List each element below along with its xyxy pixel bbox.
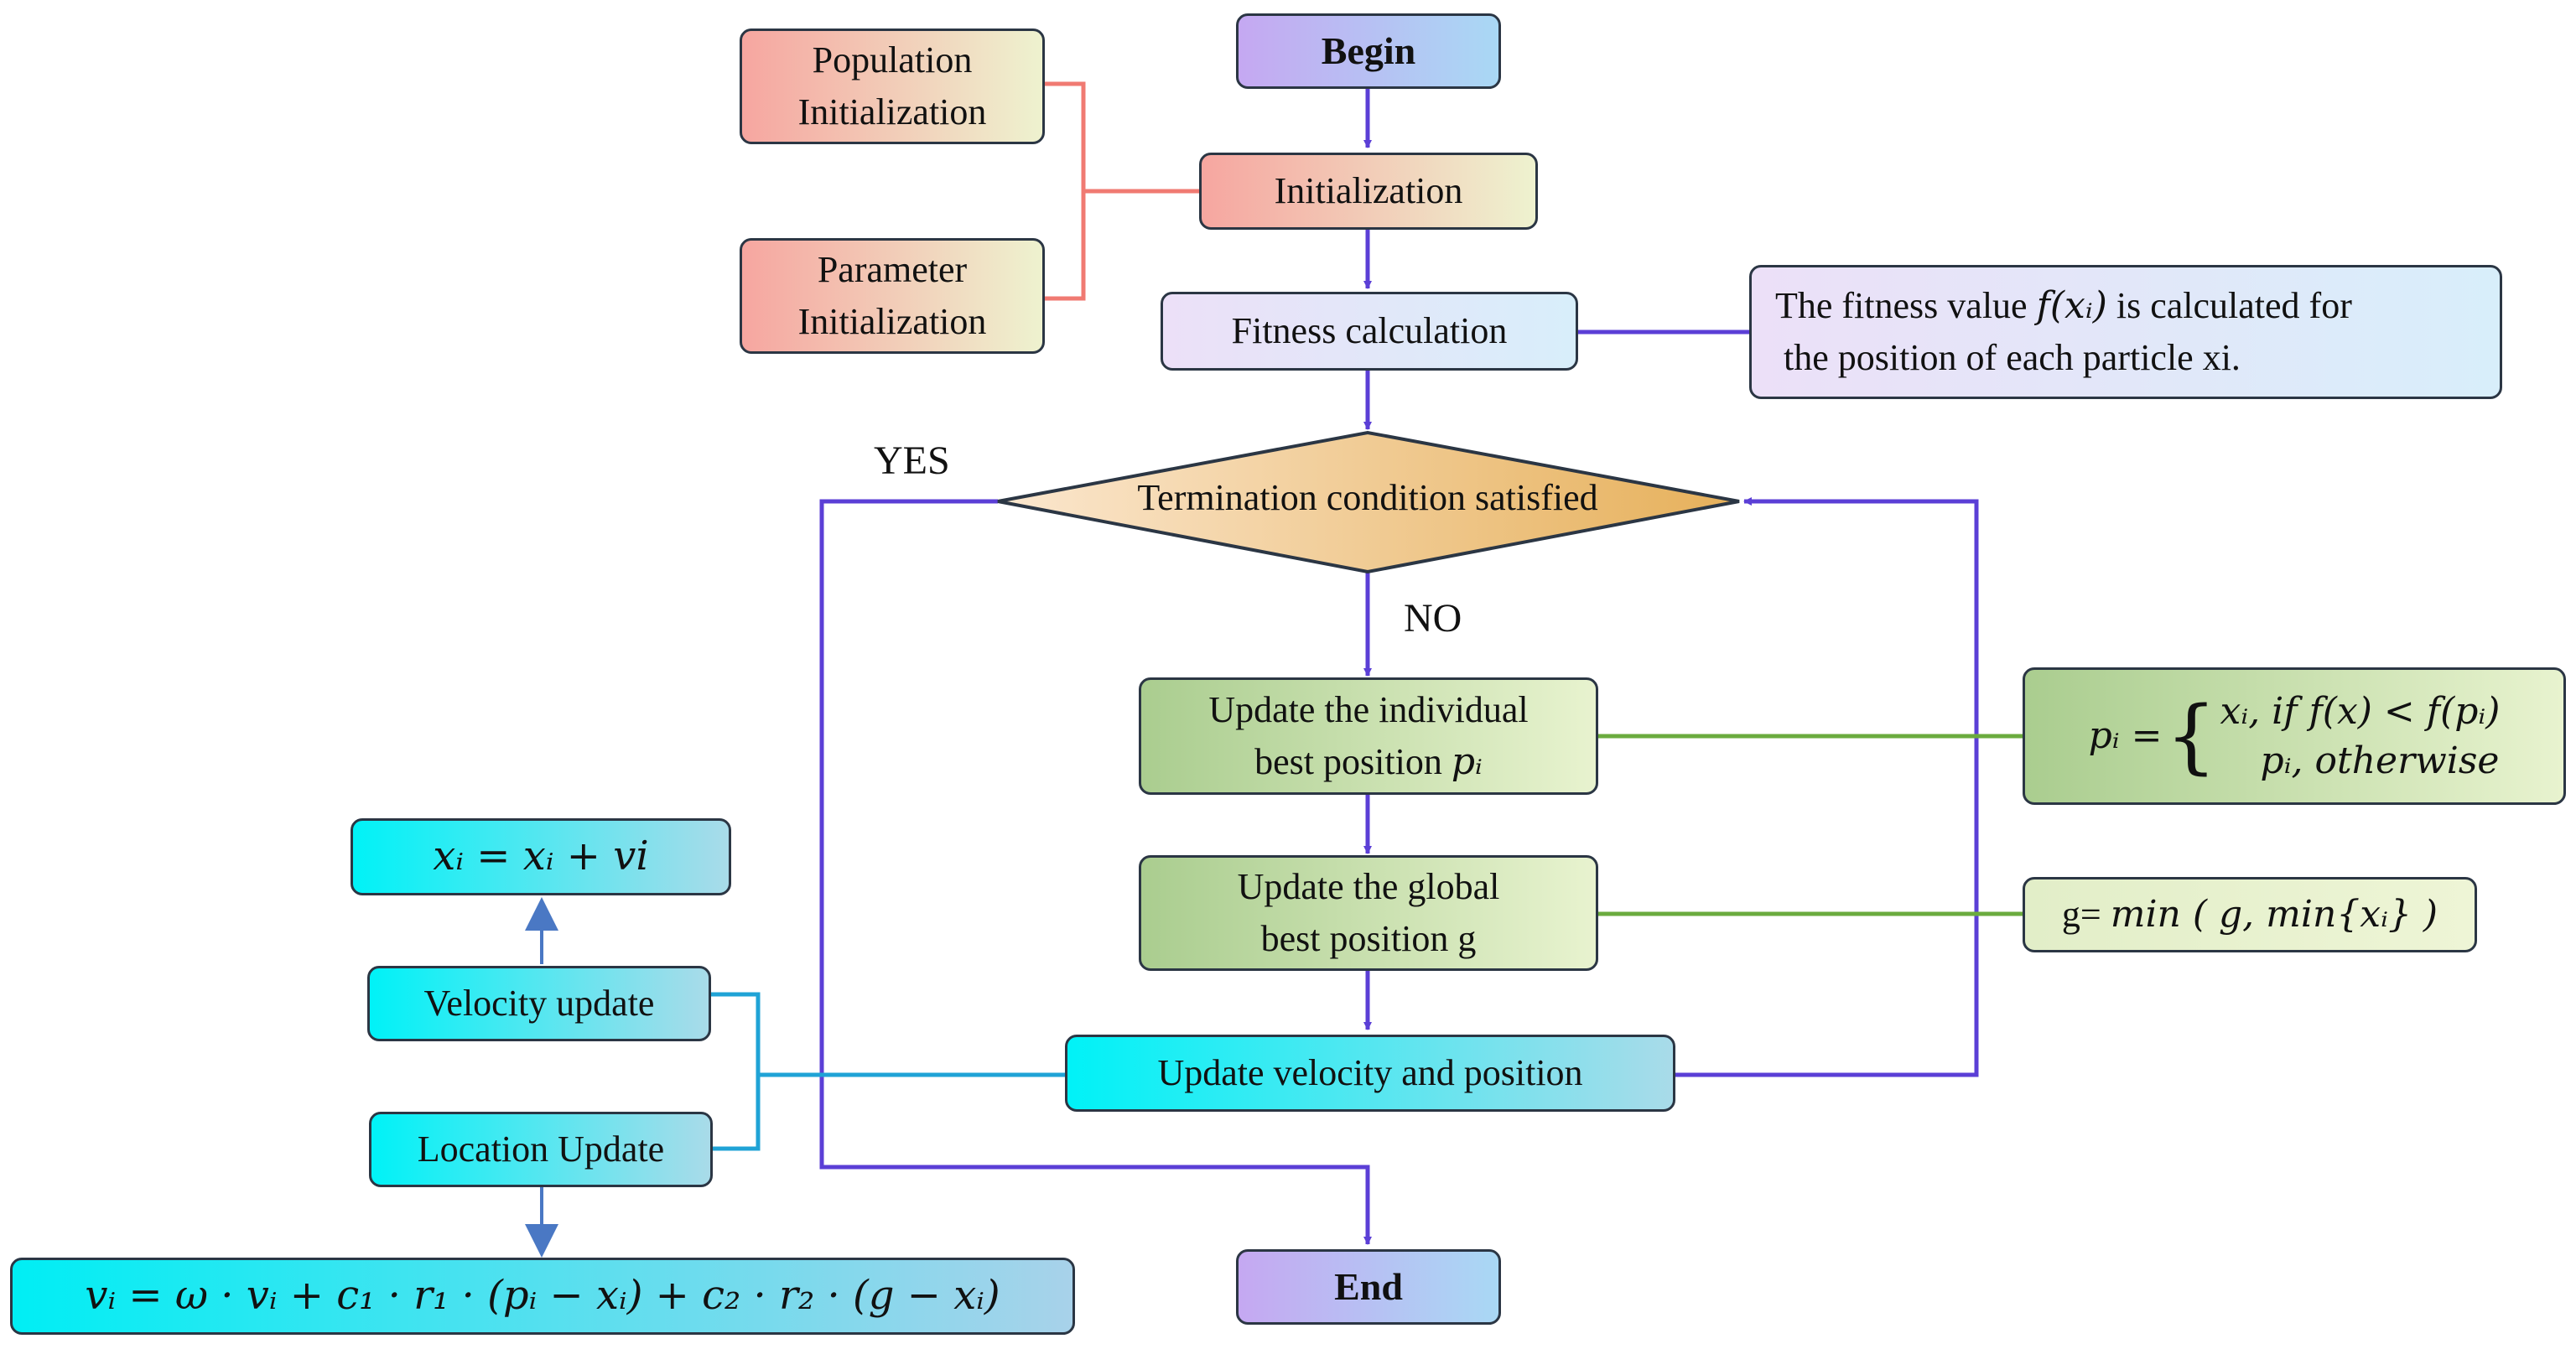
fitness-node: Fitness calculation bbox=[1161, 292, 1578, 371]
gbest-prefix: g= bbox=[2061, 894, 2111, 936]
pbest-case1: xᵢ, if f(x) < f(pᵢ) bbox=[2220, 689, 2501, 733]
update-global-line2: best position g bbox=[1260, 918, 1477, 959]
fitness-note-text2: is calculated for bbox=[2106, 285, 2352, 327]
fitness-label: Fitness calculation bbox=[1231, 310, 1508, 352]
update-individual-line2: best position bbox=[1254, 741, 1452, 782]
arrow-yes-to-end bbox=[819, 499, 1372, 1245]
update-global-line1: Update the global bbox=[1237, 866, 1500, 908]
velocity-update-node: Velocity update bbox=[367, 966, 711, 1041]
position-formula-text: xᵢ = xᵢ + vi bbox=[433, 833, 649, 880]
velocity-formula: vᵢ = ω · vᵢ + c₁ · r₁ · (pᵢ − xᵢ) + c₂ ·… bbox=[10, 1258, 1075, 1335]
fitness-note-formula: f(xᵢ) bbox=[2036, 284, 2107, 328]
fitness-note: The fitness value f(xᵢ) is calculated fo… bbox=[1749, 265, 2502, 399]
velocity-formula-text: vᵢ = ω · vᵢ + c₁ · r₁ · (pᵢ − xᵢ) + c₂ ·… bbox=[85, 1272, 1000, 1320]
location-update-label: Location Update bbox=[417, 1128, 665, 1170]
position-formula: xᵢ = xᵢ + vi bbox=[351, 818, 731, 895]
pbest-formula: pᵢ = { xᵢ, if f(x) < f(pᵢ) pᵢ, otherwise bbox=[2023, 667, 2566, 805]
begin-node: Begin bbox=[1236, 13, 1501, 89]
update-velocity-position-node: Update velocity and position bbox=[1065, 1035, 1675, 1112]
begin-label: Begin bbox=[1321, 29, 1416, 72]
end-node: End bbox=[1236, 1249, 1501, 1325]
no-label: NO bbox=[1404, 596, 1462, 641]
update-global-node: Update the global best position g bbox=[1139, 855, 1598, 971]
termination-label: Termination condition satisfied bbox=[1137, 477, 1598, 518]
initialization-node: Initialization bbox=[1199, 153, 1538, 230]
connector-init-group bbox=[1045, 81, 1086, 301]
yes-label: YES bbox=[874, 438, 950, 483]
initialization-label: Initialization bbox=[1274, 170, 1463, 212]
gbest-formula: g= min ( g, min{xᵢ} ) bbox=[2023, 877, 2477, 952]
location-update-node: Location Update bbox=[369, 1112, 713, 1187]
parameter-init-line1: Parameter bbox=[817, 249, 968, 291]
brace-icon: { bbox=[2165, 689, 2217, 783]
population-init-node: Population Initialization bbox=[740, 29, 1045, 144]
update-individual-node: Update the individual best position pᵢ bbox=[1139, 677, 1598, 795]
pbest-case2: pᵢ, otherwise bbox=[2260, 739, 2500, 782]
connector-velocity-group bbox=[711, 992, 761, 1151]
gbest-expression: min ( g, min{xᵢ} ) bbox=[2110, 893, 2438, 937]
end-label: End bbox=[1334, 1264, 1403, 1308]
population-init-line2: Initialization bbox=[797, 91, 987, 132]
velocity-update-label: Velocity update bbox=[423, 983, 655, 1025]
update-velocity-position-label: Update velocity and position bbox=[1157, 1052, 1583, 1094]
fitness-note-text3: the position of each particle xi. bbox=[1784, 337, 2241, 378]
parameter-init-node: Parameter Initialization bbox=[740, 238, 1045, 354]
population-init-line1: Population bbox=[812, 39, 973, 81]
arrow-loop-back bbox=[1674, 497, 1979, 1077]
termination-diamond bbox=[997, 430, 1740, 574]
update-individual-var: pᵢ bbox=[1451, 740, 1483, 783]
fitness-note-text1: The fitness value bbox=[1775, 285, 2037, 327]
update-individual-line1: Update the individual bbox=[1208, 689, 1529, 731]
parameter-init-line2: Initialization bbox=[797, 301, 987, 342]
pbest-lhs: pᵢ = bbox=[2088, 714, 2163, 758]
